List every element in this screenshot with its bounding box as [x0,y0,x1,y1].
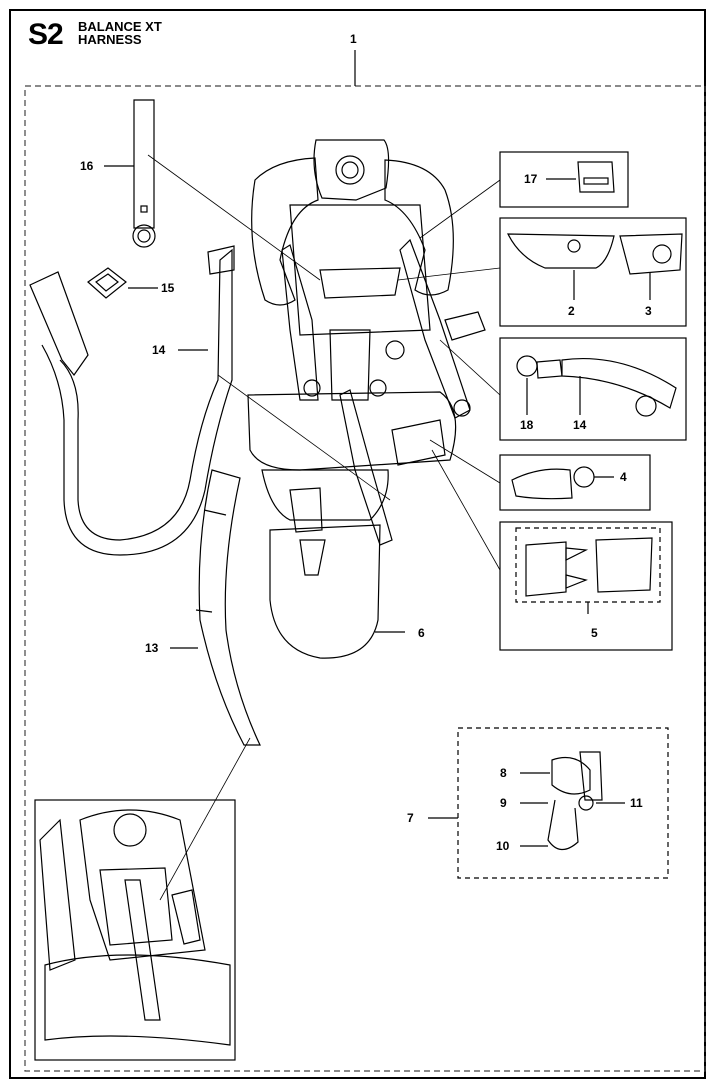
part-3-clip [619,233,683,300]
callout-4: 4 [620,470,627,484]
box-part-4 [499,454,651,511]
box-part-18-14 [499,337,687,441]
part-16-strap [132,99,156,248]
part-4-mount [511,466,595,500]
box-part-2-3 [499,217,687,327]
diagram-title: BALANCE XT HARNESS [78,20,162,46]
box-part-17 [499,151,629,208]
title-line-1: BALANCE XT [78,19,162,34]
part-14-padded-strap [29,245,235,556]
box-part-5 [499,521,673,651]
title-line-2: HARNESS [78,32,142,47]
callout-14-left: 14 [152,343,166,357]
section-code: S2 [28,18,64,51]
part-18-14-strap [516,355,677,417]
callout-2: 2 [568,304,575,318]
callout-18: 18 [520,418,534,432]
inset-detail-box [34,799,236,1061]
diagram-frame [9,9,706,1079]
assembly-group-box [24,85,706,1072]
callout-7: 7 [407,811,414,825]
callout-17: 17 [524,172,538,186]
callout-11: 11 [630,796,643,810]
callout-15: 15 [161,281,175,295]
callout-8: 8 [500,766,507,780]
callout-3: 3 [645,304,652,318]
part-2-chest-plate [507,233,615,300]
part-15-buckle [87,267,127,299]
callout-9: 9 [500,796,507,810]
callout-10: 10 [496,839,510,853]
callout-14-box: 14 [573,418,587,432]
callout-13: 13 [145,641,159,655]
part-5-buckle [525,537,653,597]
main-harness-assembly [247,139,486,659]
callout-5: 5 [591,626,598,640]
callout-1: 1 [350,32,357,46]
callout-6: 6 [418,626,425,640]
part-7-hook-assembly [547,751,603,851]
part-17-buckle [577,161,615,193]
callout-16: 16 [80,159,94,173]
part-13-belt-pad [195,469,261,746]
inset-detail-drawing [39,809,231,1046]
